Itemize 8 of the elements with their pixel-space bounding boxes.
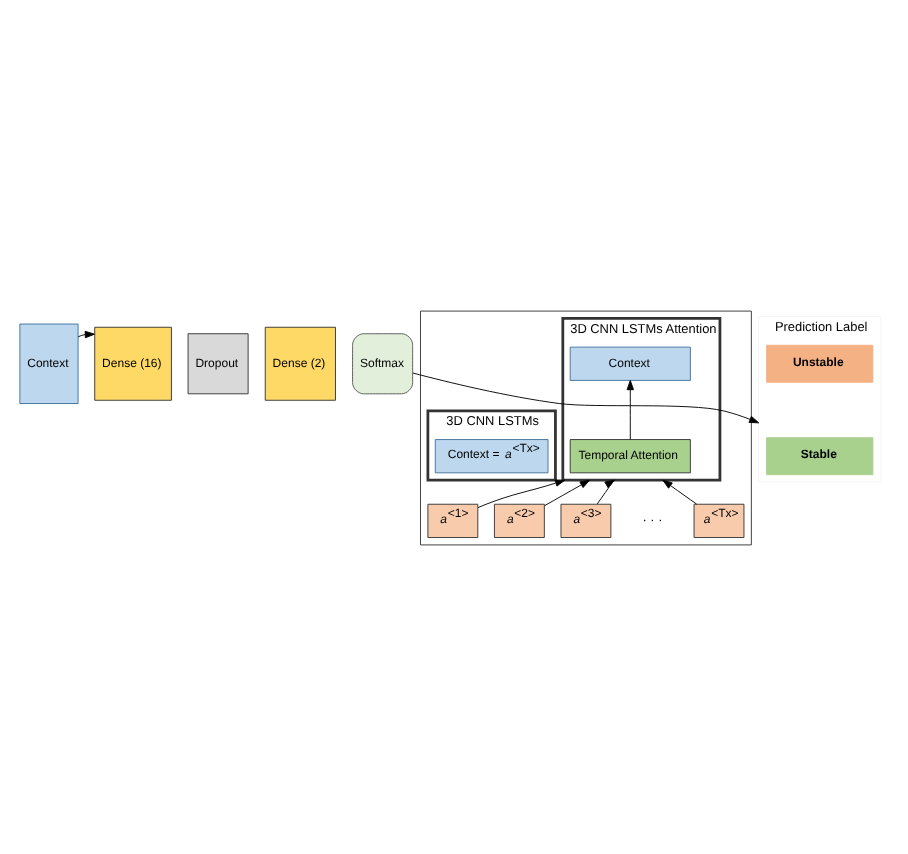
cluster [420, 309, 752, 545]
arrow [662, 478, 698, 504]
arrow [412, 371, 760, 423]
arrow [596, 478, 615, 504]
arrow [477, 478, 566, 507]
arrow [77, 329, 95, 338]
arrow [626, 379, 634, 439]
arrow [544, 478, 590, 506]
